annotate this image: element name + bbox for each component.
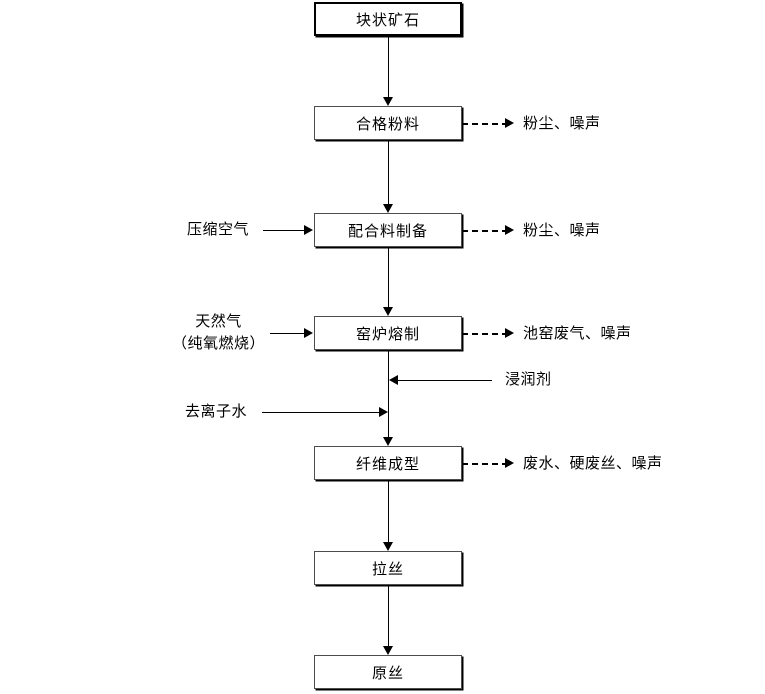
node-label: 原丝	[371, 663, 404, 682]
connector-compressed-air	[263, 230, 306, 231]
process-node-fiber-forming[interactable]: 纤维成型	[314, 446, 462, 480]
process-node-wire-drawing[interactable]: 拉丝	[314, 551, 462, 585]
arrowhead-down-batch	[383, 204, 393, 213]
connector-batch-to-furnace	[388, 247, 389, 307]
connector-forming-to-drawing	[388, 480, 389, 542]
process-node-qualified-powder[interactable]: 合格粉料	[314, 106, 462, 140]
arrowhead-down-forming	[383, 437, 393, 446]
dashed-connector-furnace-emissions	[462, 333, 508, 335]
node-label: 配合料制备	[347, 221, 428, 240]
process-node-furnace-melting[interactable]: 窑炉熔制	[314, 316, 462, 350]
arrowhead-down-yarn	[383, 646, 393, 655]
dashed-connector-forming-emissions	[462, 463, 508, 465]
arrowhead-right-batch-emissions	[505, 225, 514, 235]
input-label-natural-gas: 天然气 （纯氧燃烧）	[172, 310, 265, 354]
input-label-deionized-water: 去离子水	[185, 402, 248, 420]
dashed-connector-batch-emissions	[462, 230, 508, 232]
output-label-forming-emissions: 废水、硬废丝、噪声	[523, 454, 663, 472]
output-label-furnace-emissions: 池窑废气、噪声	[523, 324, 632, 342]
node-label: 拉丝	[371, 559, 404, 578]
node-label: 纤维成型	[355, 454, 420, 473]
node-label: 合格粉料	[355, 114, 420, 133]
connector-deionized-water	[262, 412, 380, 413]
input-label-natural-gas-line1: 天然气	[195, 312, 242, 330]
connector-furnace-to-forming	[388, 350, 389, 437]
process-node-batch-preparation[interactable]: 配合料制备	[314, 213, 462, 247]
arrowhead-right-deionized-water	[379, 407, 388, 417]
process-node-block-ore[interactable]: 块状矿石	[314, 2, 462, 36]
arrowhead-down-drawing	[383, 542, 393, 551]
input-label-natural-gas-line2: （纯氧燃烧）	[172, 334, 266, 352]
arrowhead-down-powder	[383, 97, 393, 106]
arrowhead-right-furnace-emissions	[505, 328, 514, 338]
connector-drawing-to-yarn	[388, 585, 389, 646]
connector-sizing-agent	[398, 380, 492, 381]
arrowhead-right-natural-gas	[304, 328, 313, 338]
input-label-compressed-air: 压缩空气	[187, 220, 250, 238]
output-label-batch-emissions: 粉尘、噪声	[523, 221, 601, 239]
input-label-sizing-agent: 浸润剂	[505, 370, 552, 388]
node-label: 块状矿石	[355, 10, 420, 29]
arrowhead-right-compressed-air	[304, 225, 313, 235]
process-node-raw-yarn[interactable]: 原丝	[314, 655, 462, 689]
connector-powder-to-batch	[388, 140, 389, 204]
node-label: 窑炉熔制	[355, 324, 420, 343]
arrowhead-right-powder-emissions	[505, 118, 514, 128]
dashed-connector-powder-emissions	[462, 123, 508, 125]
output-label-powder-emissions: 粉尘、噪声	[523, 114, 601, 132]
arrowhead-right-forming-emissions	[505, 458, 514, 468]
connector-ore-to-powder	[388, 36, 389, 97]
connector-natural-gas	[270, 333, 306, 334]
arrowhead-down-furnace	[383, 307, 393, 316]
arrowhead-left-sizing-agent	[389, 375, 398, 385]
